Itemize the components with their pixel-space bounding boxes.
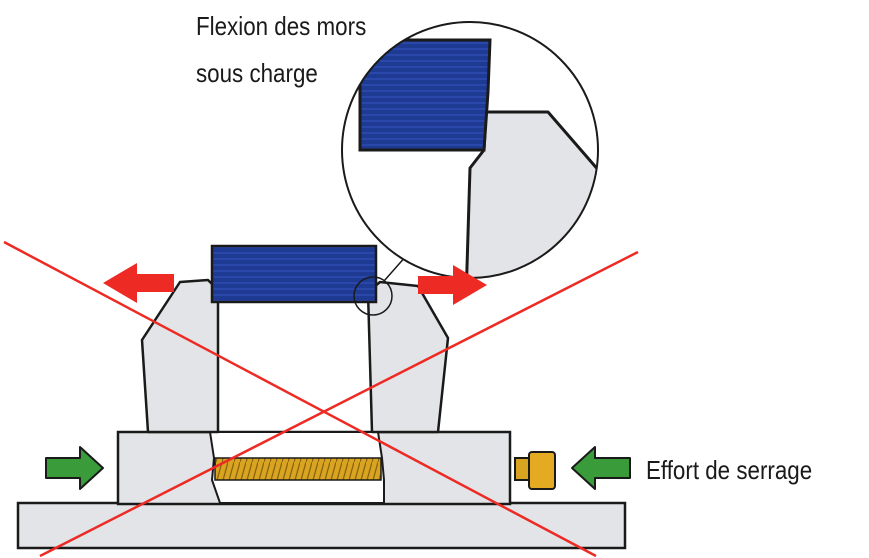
screw-knob — [514, 457, 530, 481]
workpiece — [210, 244, 378, 304]
cross-out-mark — [3, 240, 639, 558]
right-clamp-arrow-icon — [571, 446, 631, 490]
flexion-label-line1: Flexion des mors — [196, 11, 367, 41]
lead-screw — [214, 457, 382, 481]
left-clamp-arrow-icon — [45, 446, 104, 490]
right-jaw — [366, 280, 450, 434]
left-spread-arrow-icon — [103, 263, 174, 303]
clamping-force-label: Effort de serrage — [646, 455, 813, 485]
left-jaw — [140, 278, 220, 434]
flexion-label-line2: sous charge — [196, 58, 318, 88]
zoom-detail — [341, 21, 599, 279]
right-spread-arrow-icon — [418, 265, 487, 305]
detail-marker — [353, 276, 393, 316]
base-plate — [16, 501, 627, 550]
